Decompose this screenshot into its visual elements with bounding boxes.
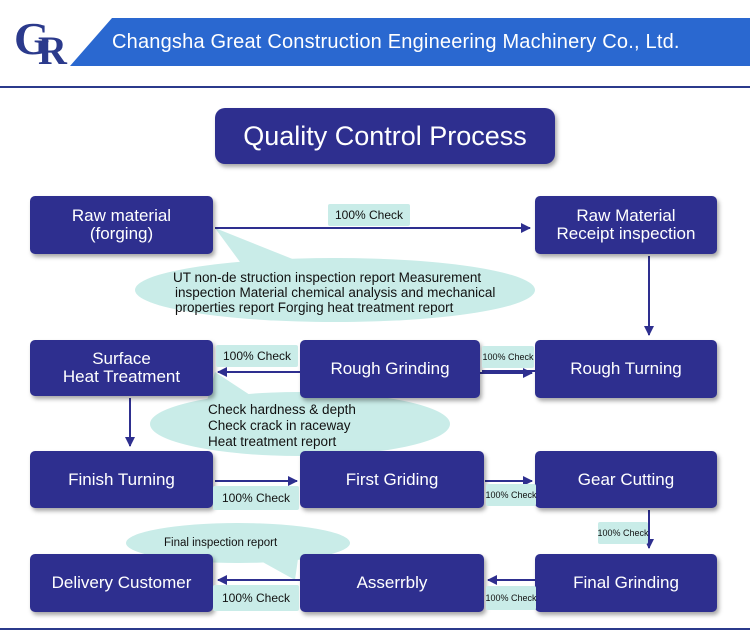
step-surface-heat-treatment: Surface Heat Treatment — [30, 340, 213, 396]
note-raw-line1: UT non-de struction inspection report Me… — [173, 270, 482, 285]
header-banner — [70, 18, 750, 66]
step-first-griding: First Griding — [300, 451, 484, 508]
note-raw-line3: properties report Forging heat treatment… — [175, 300, 454, 315]
step-raw-material-receipt-line1: Raw Material — [576, 206, 676, 225]
note-heat-line2: Check crack in raceway — [208, 418, 351, 433]
report-bubble-final — [126, 523, 350, 580]
page-title: Quality Control Process — [215, 108, 555, 164]
check-first-to-gear: 100% Check — [485, 484, 537, 506]
svg-text:R: R — [38, 28, 68, 68]
check-gear-to-final: 100% Check — [597, 522, 649, 544]
check-assembly-to-delivery: 100% Check — [213, 585, 299, 611]
note-final-report: Final inspection report — [164, 537, 278, 549]
report-bubble-heat — [150, 372, 450, 456]
step-gear-cutting: Gear Cutting — [535, 451, 717, 508]
step-raw-material-receipt-line2: Receipt inspection — [556, 224, 696, 243]
step-raw-material: Raw material (forging) — [30, 196, 213, 254]
note-heat-line3: Heat treatment report — [208, 434, 337, 449]
note-raw-line2: inspection Material chemical analysis an… — [175, 285, 496, 300]
step-raw-material-line2: (forging) — [89, 224, 154, 243]
header: G R Changsha Great Construction Engineer… — [0, 0, 750, 80]
step-surface-heat-line1: Surface — [92, 349, 151, 368]
check-final-to-assembly: 100% Check — [485, 586, 537, 610]
check-grinding-to-heat: 100% Check — [216, 345, 298, 367]
step-raw-material-receipt: Raw Material Receipt inspection — [535, 196, 717, 254]
company-name: Changsha Great Construction Engineering … — [112, 31, 680, 53]
check-finish-to-first: 100% Check — [213, 486, 299, 510]
step-rough-grinding: Rough Grinding — [300, 340, 480, 398]
step-asserrbly: Asserrbly — [300, 554, 484, 612]
svg-text:G: G — [14, 13, 50, 64]
step-final-grinding: Final Grinding — [535, 554, 717, 612]
bottom-rule — [0, 628, 750, 630]
step-rough-turning: Rough Turning — [535, 340, 717, 398]
report-bubble-raw — [135, 228, 535, 322]
company-logo: G R — [14, 13, 68, 68]
step-raw-material-line1: Raw material — [71, 206, 172, 225]
step-surface-heat-line2: Heat Treatment — [62, 367, 181, 386]
step-finish-turning: Finish Turning — [30, 451, 213, 508]
note-heat-line1: Check hardness & depth — [208, 402, 356, 417]
check-raw-to-receipt: 100% Check — [328, 204, 410, 226]
step-delivery-customer: Delivery Customer — [30, 554, 213, 612]
top-rule — [0, 86, 750, 88]
check-turning-to-grinding: 100% Check — [482, 346, 534, 368]
